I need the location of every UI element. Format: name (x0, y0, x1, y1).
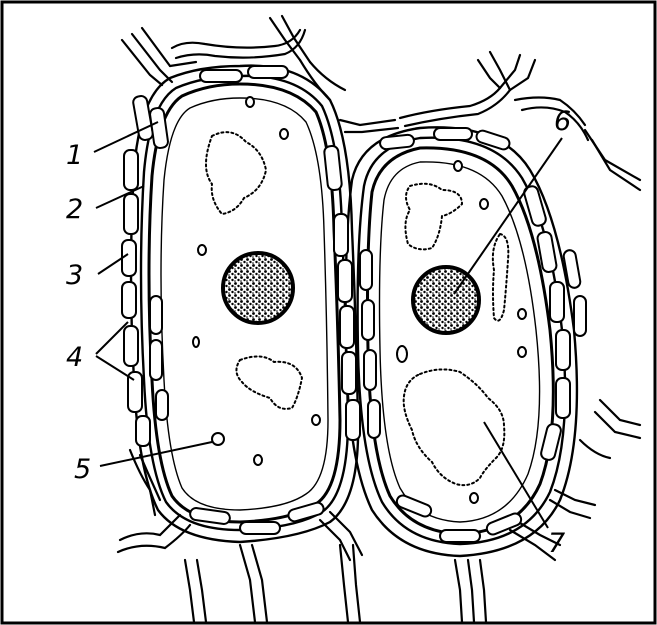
callout-7: 7 (548, 528, 565, 559)
right-cell-vacuole-slim (493, 234, 508, 321)
leader-5 (100, 442, 212, 466)
right-cell-nucleus (413, 267, 479, 333)
right-cell-vacuole-top (405, 184, 462, 250)
callout-5: 5 (74, 454, 91, 485)
callout-2: 2 (66, 194, 83, 225)
left-cell-vacuole-bottom (236, 356, 302, 408)
leader-7 (484, 422, 548, 528)
callout-4: 4 (66, 342, 83, 373)
right-cell-vacuole-outline (380, 162, 540, 522)
callout-1: 1 (66, 140, 83, 171)
left-cell-nucleus (223, 253, 293, 323)
callout-6: 6 (554, 106, 571, 137)
right-cell (346, 127, 577, 556)
granule-5 (212, 433, 224, 445)
callout-3: 3 (66, 260, 83, 291)
left-cell-vacuole-top (206, 132, 266, 214)
right-cell-vacuole-large (404, 369, 505, 485)
